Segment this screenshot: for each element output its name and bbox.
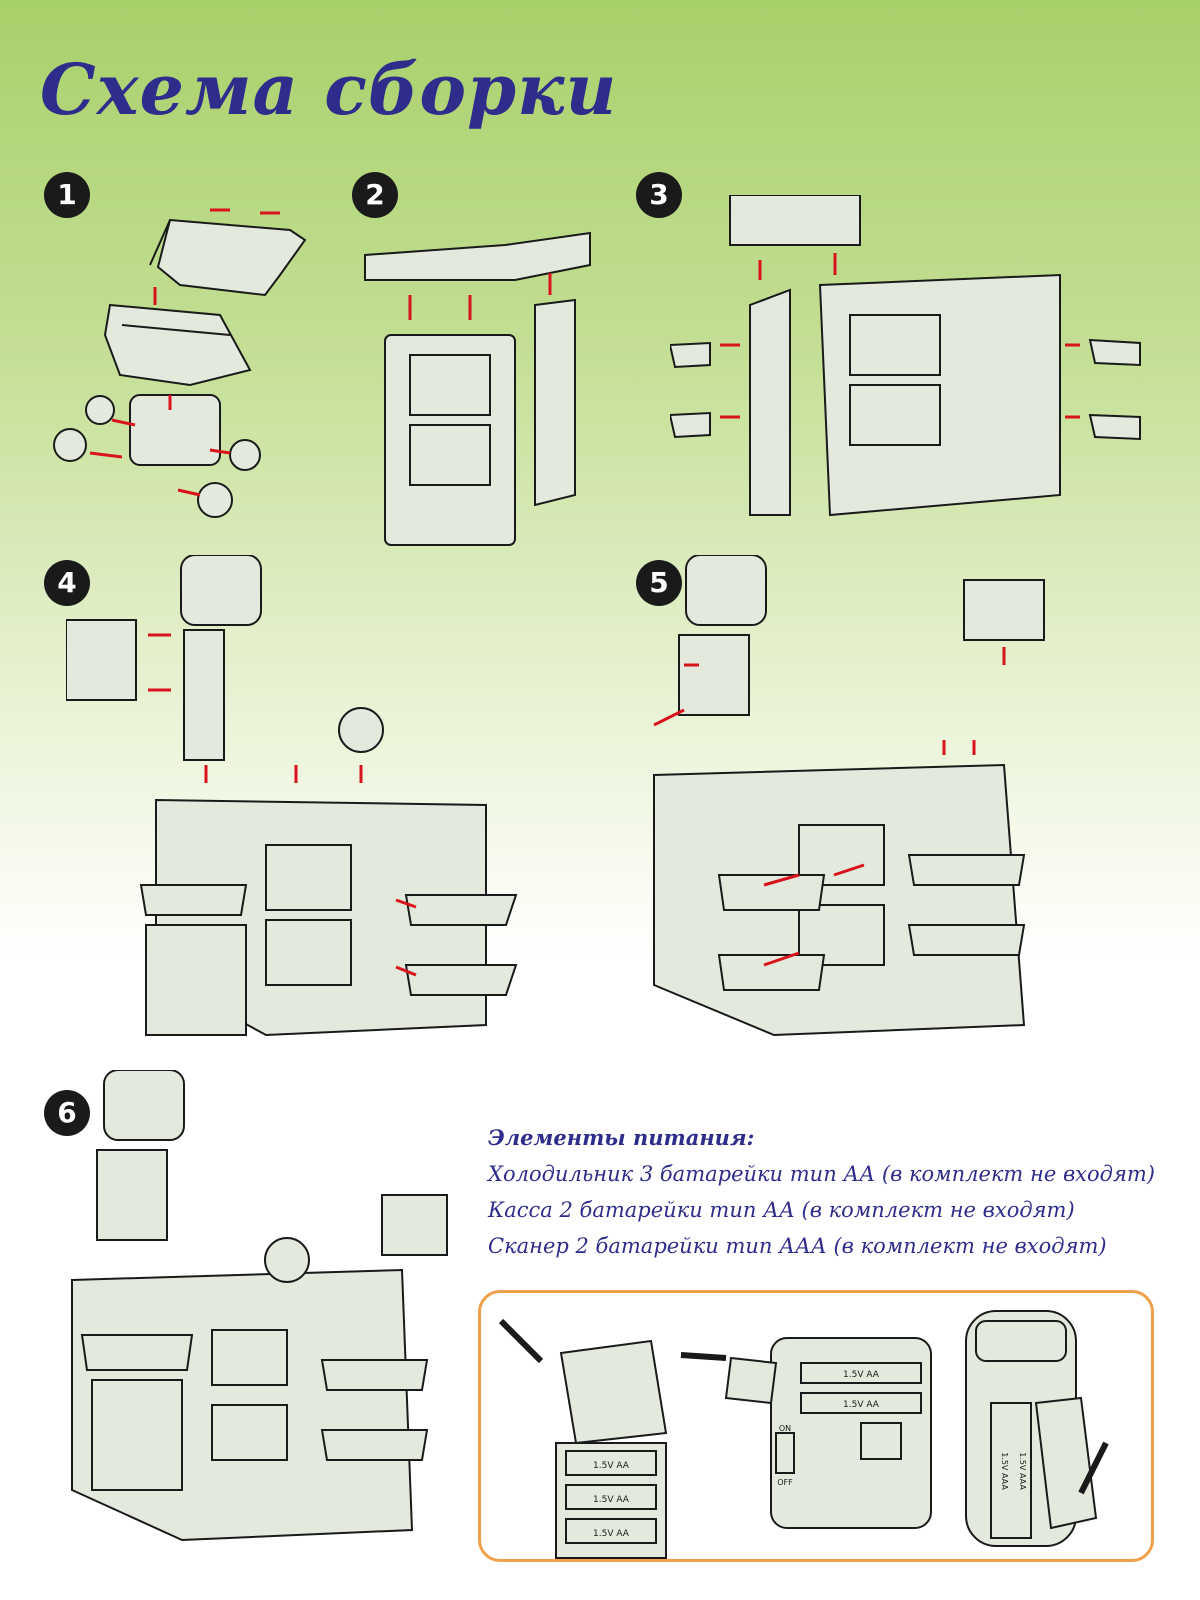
register-switch-off: OFF: [777, 1478, 793, 1487]
step-3-counter-diagram: [670, 195, 1141, 517]
register-battery-label-2: 1.5V AA: [843, 1400, 880, 1410]
power-info: Элементы питания: Холодильник 3 батарейк…: [488, 1120, 1188, 1264]
step-6-final-diagram: [71, 1070, 448, 1542]
step-number-1: 1: [44, 172, 90, 218]
fridge-battery-label-2: 1.5V AA: [593, 1495, 630, 1505]
step-number-5: 5: [636, 560, 682, 606]
step-number-2: 2: [352, 172, 398, 218]
power-heading: Элементы питания:: [488, 1125, 755, 1150]
step-number-3: 3: [636, 172, 682, 218]
page-title: Схема сборки: [40, 48, 618, 131]
register-switch-on: ON: [779, 1424, 791, 1433]
fridge-battery-panel: [498, 1318, 668, 1559]
scanner-battery-panel: [965, 1310, 1109, 1547]
scanner-battery-label-2: 1.5V AAA: [1018, 1452, 1027, 1490]
battery-diagrams: 1.5V AA 1.5V AA 1.5V AA 1.5V AA 1.5V AA …: [498, 1310, 1109, 1559]
battery-installation-box: 1.5V AA 1.5V AA 1.5V AA 1.5V AA 1.5V AA …: [478, 1290, 1154, 1562]
register-battery-panel: [680, 1337, 932, 1529]
power-fridge: Холодильник 3 батарейки тип АА (в компле…: [488, 1162, 1155, 1186]
step-number-6: 6: [44, 1090, 90, 1136]
power-cash-register: Касса 2 батарейки тип АА (в комплект не …: [488, 1198, 1075, 1222]
fridge-battery-label-1: 1.5V AA: [593, 1461, 630, 1471]
step-4-assembly-diagram: [66, 555, 518, 1037]
power-scanner: Сканер 2 батарейки тип ААА (в комплект н…: [488, 1234, 1107, 1258]
fridge-battery-label-3: 1.5V AA: [593, 1529, 630, 1539]
step-1-cart-diagram: [53, 208, 307, 518]
step-number-4: 4: [44, 560, 90, 606]
register-battery-label-1: 1.5V AA: [843, 1370, 880, 1380]
scanner-battery-label-1: 1.5V AAA: [1000, 1452, 1009, 1490]
step-5-assembly-diagram: [653, 555, 1045, 1037]
step-2-counter-diagram: [364, 231, 591, 546]
